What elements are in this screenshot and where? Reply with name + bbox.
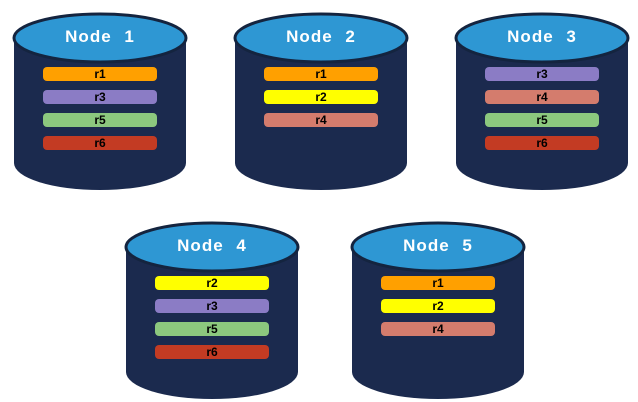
replica-list: r2 r3 r5 r6	[155, 276, 269, 368]
replica-bar: r4	[381, 322, 495, 336]
replica-list: r3 r4 r5 r6	[485, 67, 599, 159]
replica-bar: r1	[264, 67, 378, 81]
replica-bar: r2	[264, 90, 378, 104]
replica-bar: r3	[43, 90, 157, 104]
replica-bar: r1	[43, 67, 157, 81]
replica-bar: r1	[381, 276, 495, 290]
node-title: Node 5	[403, 236, 473, 255]
replica-bar: r3	[485, 67, 599, 81]
node-1-cylinder: Node 1 r1 r3 r5 r6	[10, 5, 190, 193]
replica-bar: r4	[264, 113, 378, 127]
node-2-cylinder: Node 2 r1 r2 r4	[231, 5, 411, 193]
replica-bar: r5	[43, 113, 157, 127]
replica-bar: r3	[155, 299, 269, 313]
replica-bar: r6	[43, 136, 157, 150]
replica-bar: r6	[485, 136, 599, 150]
node-title: Node 4	[177, 236, 247, 255]
replica-list: r1 r2 r4	[381, 276, 495, 345]
replica-list: r1 r2 r4	[264, 67, 378, 136]
replica-bar: r6	[155, 345, 269, 359]
replica-bar: r2	[155, 276, 269, 290]
replica-list: r1 r3 r5 r6	[43, 67, 157, 159]
node-4-cylinder: Node 4 r2 r3 r5 r6	[122, 214, 302, 402]
replica-bar: r5	[155, 322, 269, 336]
node-3-cylinder: Node 3 r3 r4 r5 r6	[452, 5, 632, 193]
node-title: Node 2	[286, 27, 356, 46]
node-title: Node 1	[65, 27, 135, 46]
node-title: Node 3	[507, 27, 577, 46]
replica-bar: r2	[381, 299, 495, 313]
replica-bar: r4	[485, 90, 599, 104]
node-5-cylinder: Node 5 r1 r2 r4	[348, 214, 528, 402]
replica-bar: r5	[485, 113, 599, 127]
